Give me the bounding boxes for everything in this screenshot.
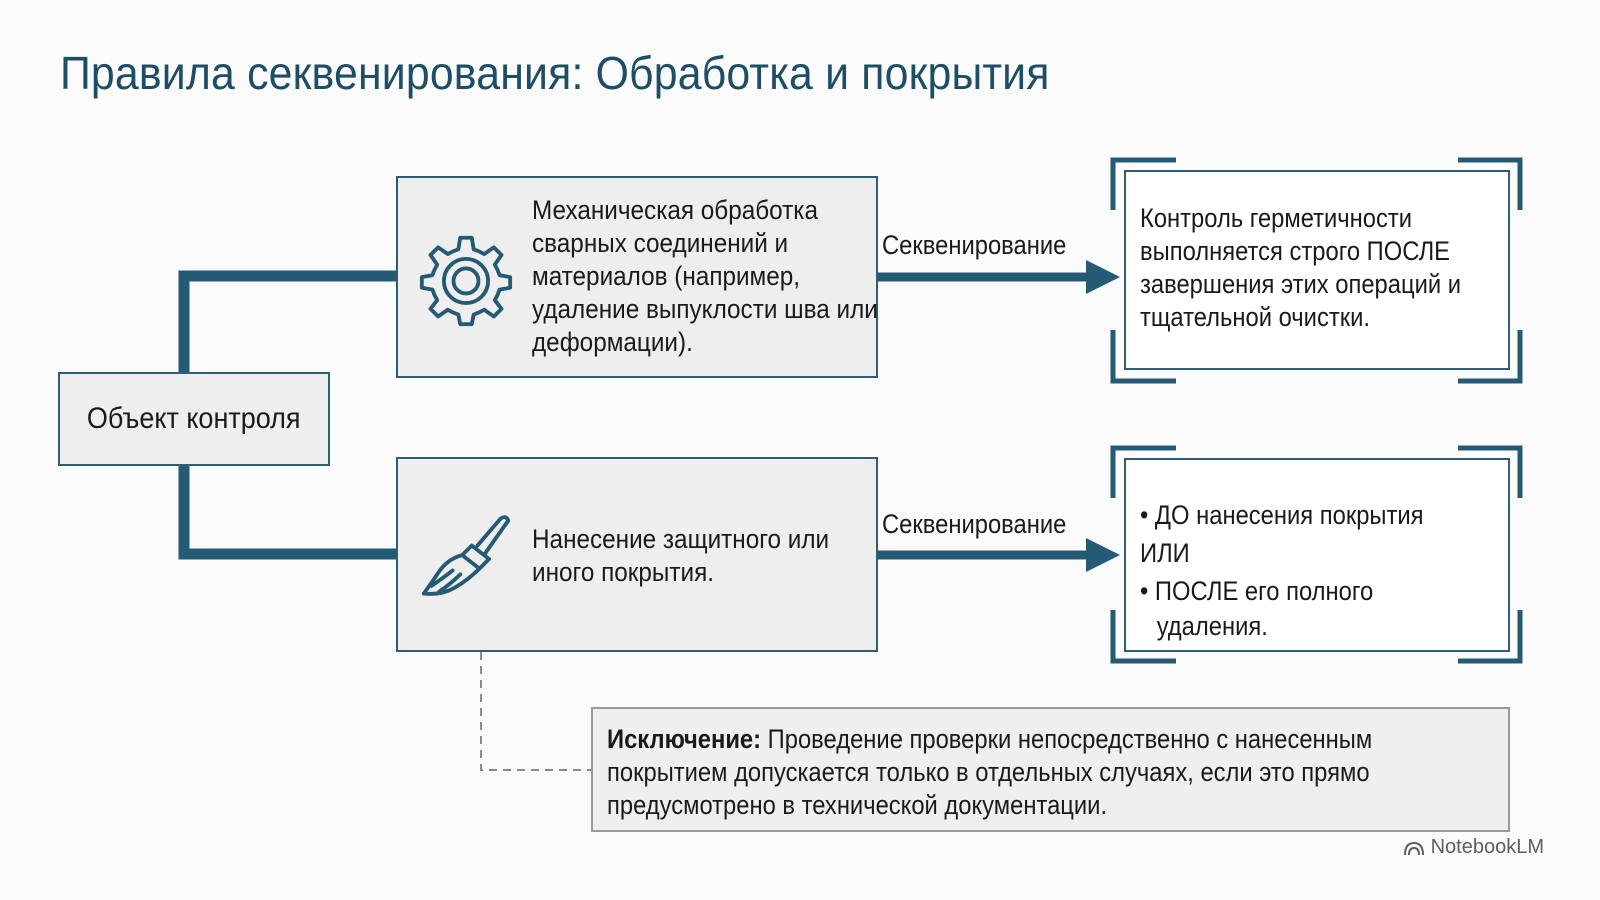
exception-box: Исключение: Проведение проверки непосред… bbox=[591, 707, 1510, 832]
exception-connector bbox=[480, 652, 591, 771]
result-item-after: • ПОСЛЕ его полного bbox=[1140, 576, 1374, 606]
result-box-machining: Контроль герметичности выполняется строг… bbox=[1124, 170, 1510, 370]
brand-name: NotebookLM bbox=[1430, 836, 1544, 858]
brand-watermark: NotebookLM bbox=[1403, 836, 1544, 859]
paintbrush-icon bbox=[421, 515, 511, 596]
process-box-coating: Нанесение защитного или иного покрытия. bbox=[396, 457, 878, 652]
object-label: Объект контроля bbox=[87, 402, 301, 435]
result-item-before: • ДО нанесения покрытия bbox=[1140, 500, 1424, 530]
result-text-machining: Контроль герметичности выполняется строг… bbox=[1140, 203, 1462, 332]
result-item-after-cont: удаления. bbox=[1156, 611, 1268, 641]
object-box: Объект контроля bbox=[58, 372, 330, 466]
sequencing-label-top: Секвенирование bbox=[882, 230, 1067, 260]
result-box-coating: • ДО нанесения покрытия ИЛИ • ПОСЛЕ его … bbox=[1124, 458, 1510, 652]
process-text-machining: Механическая обработка сварных соединени… bbox=[532, 195, 878, 357]
connector-bottom bbox=[178, 466, 396, 560]
notebooklm-logo-icon bbox=[1403, 841, 1424, 855]
connector-top bbox=[178, 270, 396, 372]
sequencing-label-bottom: Секвенирование bbox=[882, 509, 1067, 539]
arrow-bottom-head bbox=[1086, 538, 1120, 572]
exception-text: Исключение: Проведение проверки непосред… bbox=[607, 723, 1496, 822]
result-top-brackets bbox=[1110, 157, 1523, 384]
gear-icon bbox=[419, 235, 513, 327]
page-title: Правила секвенирования: Обработка и покр… bbox=[60, 47, 1050, 99]
result-item-or: ИЛИ bbox=[1140, 538, 1190, 568]
result-list-coating: • ДО нанесения покрытия ИЛИ • ПОСЛЕ его … bbox=[1140, 496, 1501, 643]
result-bottom-brackets bbox=[1110, 445, 1523, 664]
exception-body: Проведение проверки непосредственно с на… bbox=[607, 724, 1373, 820]
process-box-machining: Механическая обработка сварных соединени… bbox=[396, 176, 878, 378]
exception-label: Исключение: bbox=[607, 724, 762, 754]
arrow-top-head bbox=[1086, 260, 1120, 294]
process-text-coating: Нанесение защитного или иного покрытия. bbox=[532, 524, 830, 587]
